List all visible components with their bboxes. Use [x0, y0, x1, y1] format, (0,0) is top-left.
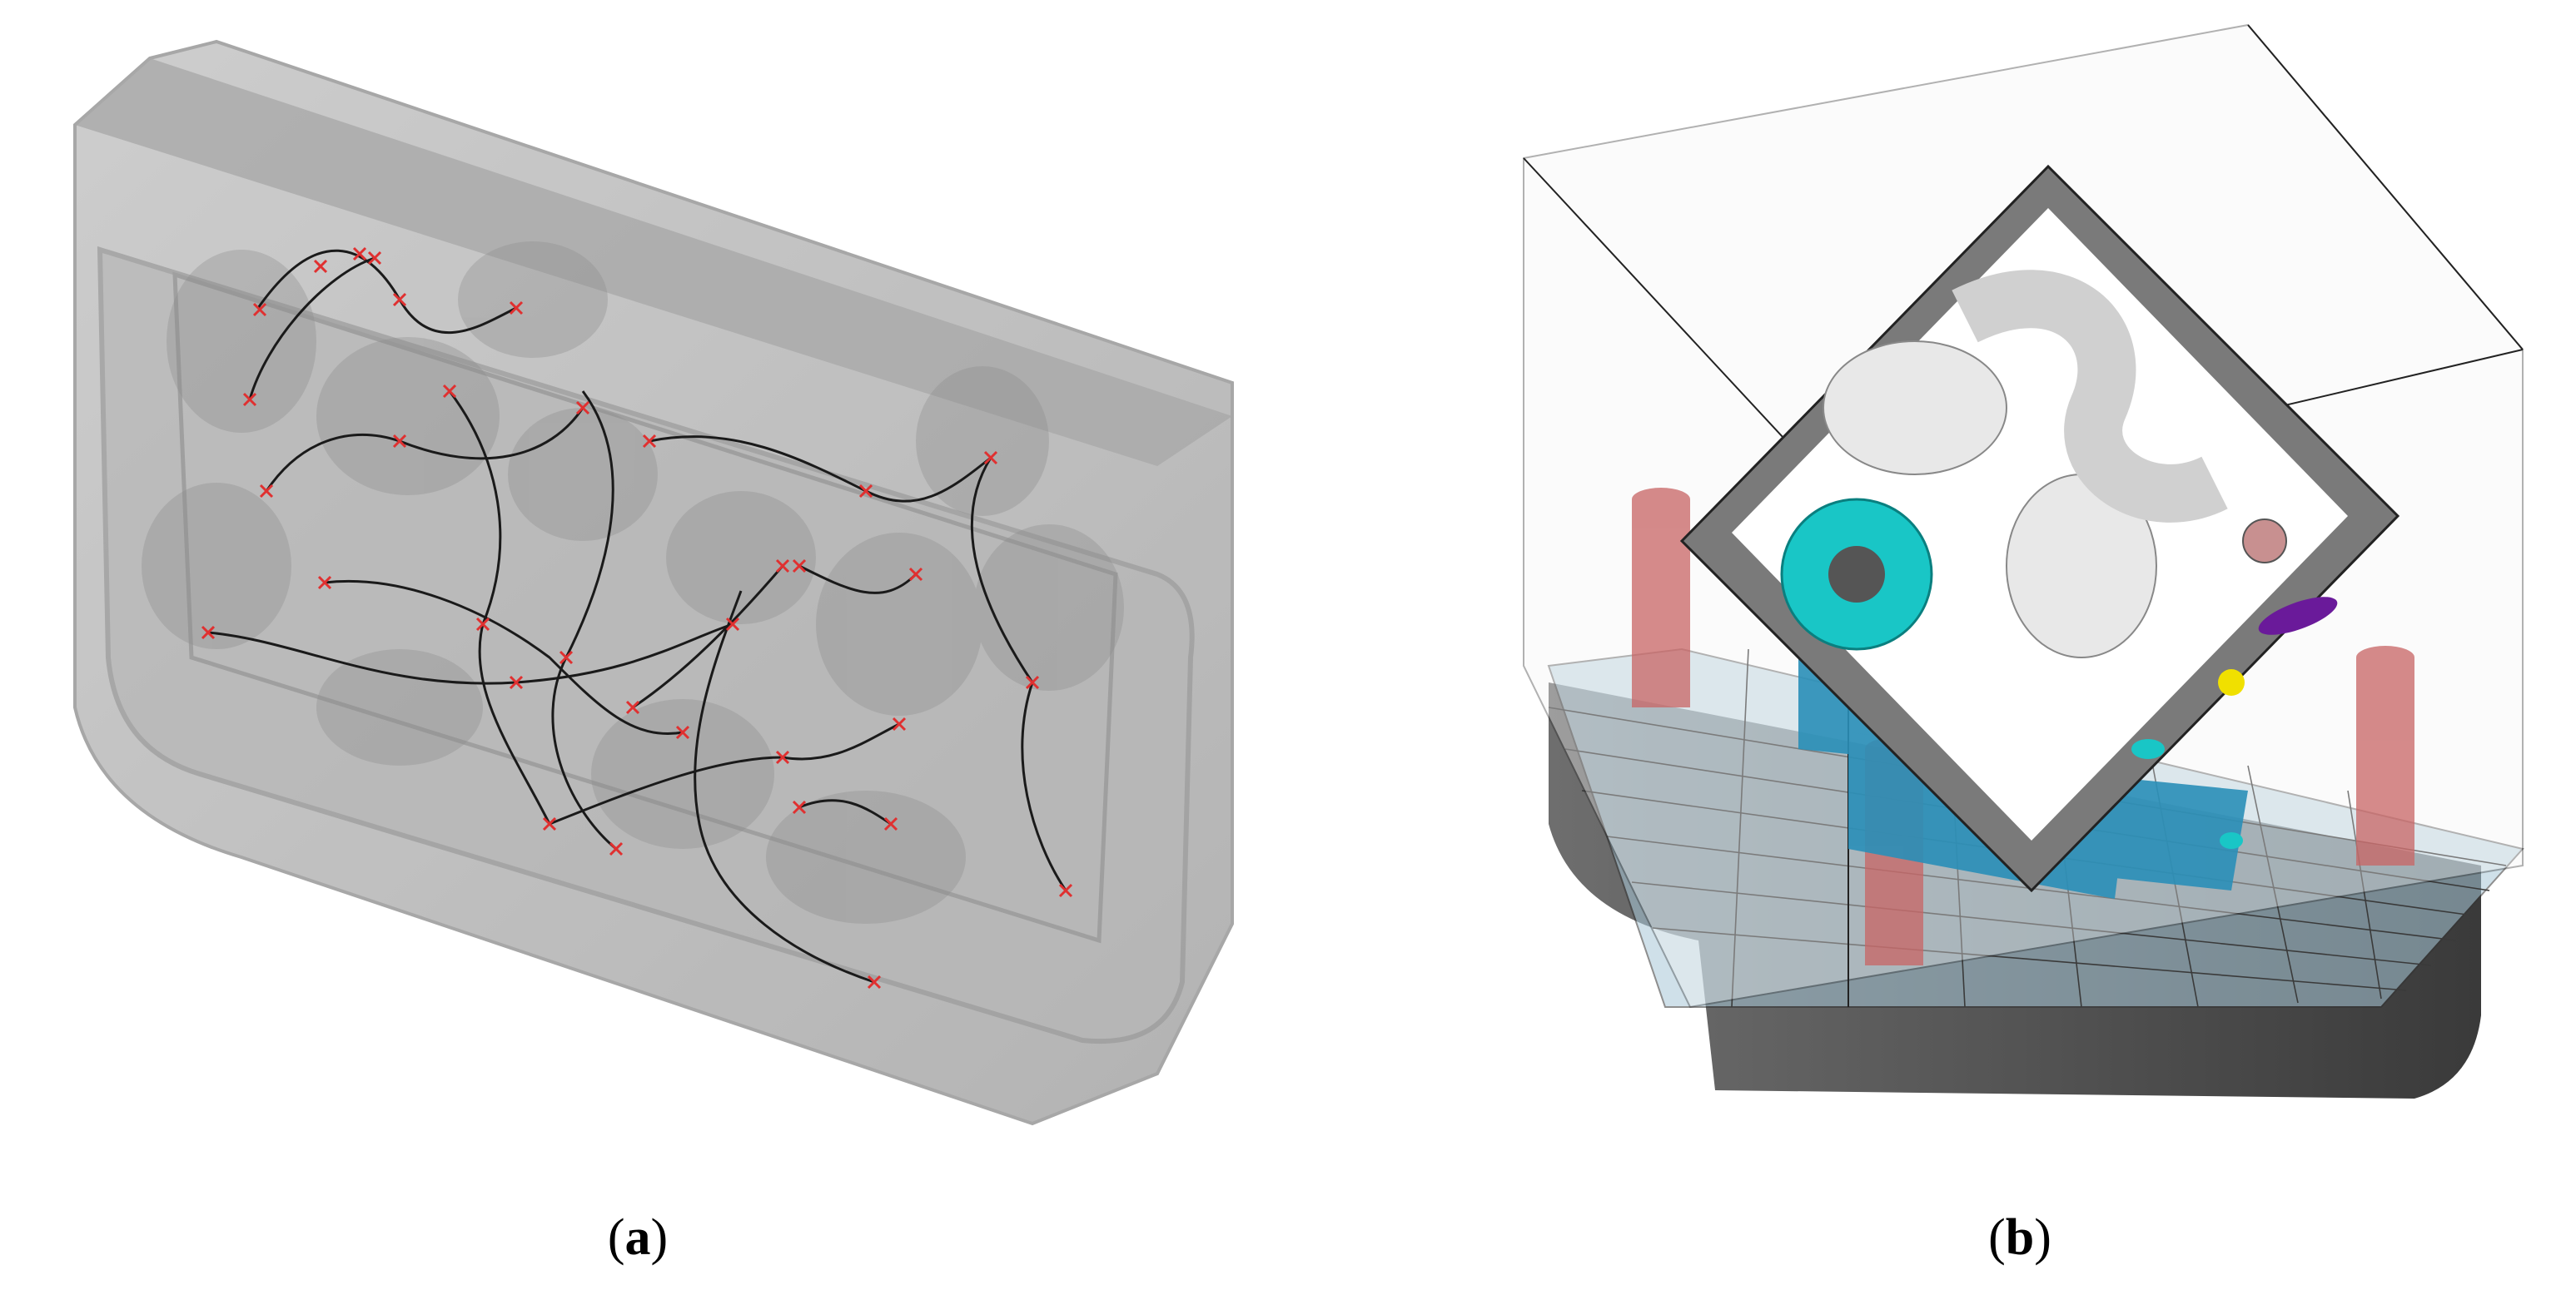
- waypoint-marker: [792, 800, 807, 815]
- build-platform-illustration: [1523, 23, 2524, 1099]
- panel-a-housing-figure: [50, 25, 1266, 1140]
- waypoint-marker: [675, 725, 690, 740]
- waypoint-marker: [792, 558, 807, 573]
- waypoint-marker: [352, 246, 367, 261]
- waypoint-marker: [392, 292, 407, 307]
- waypoint-marker: [542, 816, 557, 831]
- waypoint-marker: [1058, 883, 1073, 898]
- cyan-ring-hole: [1828, 546, 1885, 603]
- waypoint-marker: [442, 384, 457, 399]
- waypoint-marker: [392, 434, 407, 449]
- white-cylinder: [1823, 340, 2007, 475]
- routed-paths: [207, 249, 1067, 984]
- waypoint-marker: [313, 259, 328, 274]
- caption-a: (a): [608, 1208, 668, 1268]
- waypoint-marker: [559, 650, 574, 665]
- caption-b-close: ): [2034, 1209, 2051, 1266]
- caption-b-open: (: [1988, 1209, 2006, 1266]
- waypoint-marker: [509, 300, 524, 315]
- waypoint-marker: [509, 675, 524, 690]
- waypoint-marker: [625, 700, 640, 715]
- yellow-feature: [2218, 669, 2245, 696]
- pillar: [1632, 499, 1690, 707]
- waypoint-marker: [317, 575, 332, 590]
- waypoint-marker: [475, 617, 490, 632]
- waypoint-marker: [892, 717, 907, 732]
- curved-channel: [1952, 270, 2228, 523]
- waypoint-marker: [858, 484, 873, 499]
- waypoint-marker: [575, 400, 590, 415]
- waypoint-marker: [642, 434, 657, 449]
- waypoint-marker: [259, 484, 274, 499]
- housing-inner-bay: [172, 271, 1118, 944]
- waypoint-marker: [201, 625, 216, 640]
- cyan-small-feature: [2131, 739, 2165, 759]
- caption-b-letter: b: [2005, 1209, 2035, 1266]
- waypoint-marker: [983, 450, 998, 465]
- small-feature: [2242, 518, 2287, 563]
- waypoint-marker: [609, 841, 624, 856]
- waypoint-marker: [242, 392, 257, 407]
- caption-a-close: ): [650, 1209, 669, 1266]
- caption-b: (b): [1988, 1208, 2051, 1268]
- waypoint-marker: [867, 975, 882, 990]
- ghost-cylinders: [142, 241, 1124, 924]
- waypoint-markers: [201, 246, 1073, 990]
- panel-b-build-figure: [1499, 17, 2531, 1140]
- waypoint-marker: [883, 816, 898, 831]
- cyan-small-feature: [2220, 832, 2243, 849]
- waypoint-marker: [775, 558, 790, 573]
- housing-top-rim: [75, 58, 1232, 466]
- caption-a-open: (: [607, 1209, 625, 1266]
- waypoint-marker: [252, 302, 267, 317]
- housing-front-face: [97, 246, 1195, 1044]
- purple-feature: [2258, 597, 2338, 635]
- housing-illustration: [73, 39, 1234, 1126]
- tilted-part: [1679, 164, 2400, 893]
- caption-a-letter: a: [624, 1209, 651, 1266]
- waypoint-marker: [367, 251, 382, 265]
- pillar: [2356, 657, 2414, 866]
- waypoint-marker: [1025, 675, 1040, 690]
- waypoint-marker: [725, 617, 740, 632]
- waypoint-marker: [908, 567, 923, 582]
- waypoint-marker: [775, 750, 790, 765]
